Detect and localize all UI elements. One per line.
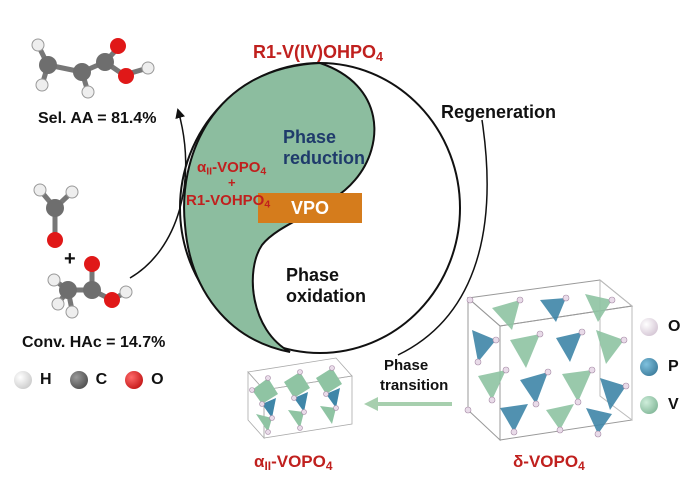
phosphorus-site-icon: [640, 358, 658, 376]
phase-transition-label: Phase transition: [380, 357, 449, 394]
crystal-legend-v-label: V: [668, 396, 679, 413]
crystal-legend-o: O: [640, 318, 680, 336]
regeneration-curve: [397, 119, 488, 356]
oxygen-ball-icon: [125, 371, 144, 389]
regeneration-label: Regeneration: [441, 102, 557, 122]
phase-oxidation-label: Phase oxidation: [286, 265, 366, 306]
vpo-box: VPO: [258, 193, 362, 223]
legend-o-label: O: [151, 371, 164, 388]
crystal-legend-o-label: O: [668, 318, 681, 335]
alpha-vopo4-bottom-label: αII-VOPO4: [254, 452, 333, 473]
r1-vohpo4-label: R1-VOHPO4: [186, 192, 271, 211]
plus-small-label: +: [228, 175, 236, 190]
alpha-vopo4-crystal: [247, 357, 353, 440]
crystal-legend-v: V: [640, 396, 679, 414]
top-label: R1-V(IV)OHPO4: [253, 42, 384, 65]
selectivity-label: Sel. AA = 81.4%: [38, 110, 157, 127]
oxygen-site-icon: [640, 318, 658, 336]
conversion-label: Conv. HAc = 14.7%: [22, 334, 166, 351]
crystal-legend-p: P: [640, 358, 679, 376]
acetic-acid-molecule: [47, 256, 133, 319]
phase-reduction-label: Phase reduction: [283, 127, 366, 168]
reactants-plus: +: [64, 248, 76, 270]
atom-legend: H C O: [14, 371, 164, 389]
carbon-ball-icon: [69, 371, 88, 389]
legend-c-label: C: [95, 371, 108, 388]
alpha-vopo4-left-label: αII-VOPO4: [197, 159, 267, 178]
acrylic-acid-molecule: [31, 38, 155, 99]
legend-h-label: H: [40, 371, 52, 388]
delta-vopo4-crystal: [464, 278, 634, 442]
delta-vopo4-label: δ-VOPO4: [513, 452, 585, 473]
product-arrow: [129, 108, 187, 279]
formaldehyde-molecule: [33, 183, 79, 248]
vanadium-site-icon: [640, 396, 658, 414]
crystal-legend-p-label: P: [668, 358, 679, 375]
hydrogen-ball-icon: [14, 371, 32, 389]
